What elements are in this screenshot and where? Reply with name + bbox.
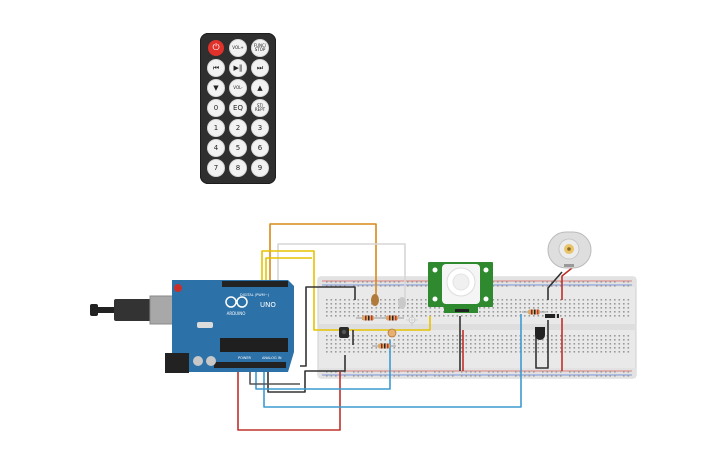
wire-black-2 xyxy=(267,355,346,393)
wire-red-1 xyxy=(237,366,341,431)
remote-button-digit-9[interactable]: 9 xyxy=(252,160,268,176)
power-header-label: POWER xyxy=(238,356,252,360)
remote-button-digit-5[interactable]: 5 xyxy=(230,140,246,156)
wire-black-4 xyxy=(535,320,549,369)
wire-yellow xyxy=(261,250,431,331)
components xyxy=(339,294,559,349)
wire-blue-1 xyxy=(263,314,522,408)
wire-orange xyxy=(269,223,377,300)
photoresistor xyxy=(371,294,379,306)
remote-button-vol-up[interactable]: VOL+ xyxy=(230,40,246,56)
dc-motor[interactable] xyxy=(547,231,592,269)
wire-black-3 xyxy=(547,271,563,300)
remote-button-digit-6[interactable]: 6 xyxy=(252,140,268,156)
remote-button-down[interactable]: ▼ xyxy=(208,80,224,96)
remote-button-st-rept[interactable]: ST/ REPT xyxy=(252,100,268,116)
remote-button-digit-4[interactable]: 4 xyxy=(208,140,224,156)
remote-button-digit-2[interactable]: 2 xyxy=(230,120,246,136)
resistor-4 xyxy=(522,309,546,315)
diode xyxy=(545,314,559,318)
led-white xyxy=(398,297,406,309)
resistor-3 xyxy=(372,343,396,349)
remote-button-vol-down[interactable]: VOL- xyxy=(230,80,246,96)
light-sensor xyxy=(387,328,397,338)
arduino-uno[interactable]: ARDUINO UNO DIGITAL (PWM~) POWER ANALOG … xyxy=(90,280,294,373)
pir-sensor[interactable] xyxy=(428,262,493,313)
analog-header-label: ANALOG IN xyxy=(262,356,282,360)
led-indicator xyxy=(406,314,418,326)
remote-button-digit-8[interactable]: 8 xyxy=(230,160,246,176)
remote-button-up[interactable]: ▲ xyxy=(252,80,268,96)
wire-yellow-2 xyxy=(265,257,312,283)
remote-button-fast-forward[interactable]: ⏭ xyxy=(252,60,268,76)
wire-blue-2 xyxy=(255,340,391,390)
breadboard[interactable] xyxy=(317,276,637,379)
remote-button-digit-3[interactable]: 3 xyxy=(252,120,268,136)
uno-label: UNO xyxy=(260,301,276,309)
wire-black-1 xyxy=(300,286,356,367)
arduino-brand-label: ARDUINO xyxy=(227,311,246,316)
resistor-1 xyxy=(356,315,380,321)
transistor xyxy=(535,327,545,340)
remote-button-rewind[interactable]: ⏮ xyxy=(208,60,224,76)
wires xyxy=(237,223,573,431)
ir-receiver xyxy=(339,327,349,338)
remote-button-play-pause[interactable]: ▶‖ xyxy=(230,60,246,76)
remote-button-eq[interactable]: EQ xyxy=(230,100,246,116)
arduino-logo xyxy=(225,296,248,308)
remote-button-digit-7[interactable]: 7 xyxy=(208,160,224,176)
wire-white xyxy=(277,243,406,300)
remote-button-digit-0[interactable]: 0 xyxy=(208,100,224,116)
remote-button-digit-1[interactable]: 1 xyxy=(208,120,224,136)
resistor-2 xyxy=(380,315,404,321)
remote-button-func-stop[interactable]: FUNC/ STOP xyxy=(252,40,268,56)
digital-header-label: DIGITAL (PWM~) xyxy=(240,293,270,297)
remote-button-power[interactable]: ⏻ xyxy=(208,40,224,56)
wire-red-2 xyxy=(561,267,573,300)
